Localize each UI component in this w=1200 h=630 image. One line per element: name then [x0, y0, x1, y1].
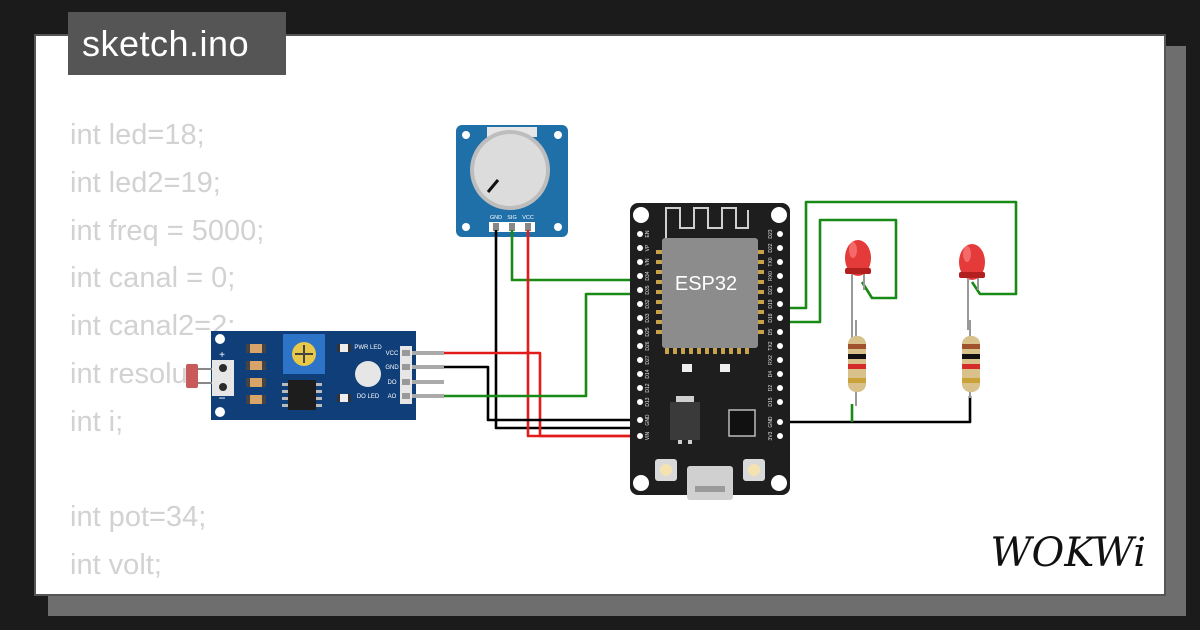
led-2[interactable] — [959, 244, 985, 330]
esp32-pin-label: GND — [768, 416, 774, 428]
esp32-pin-label: TX0 — [768, 257, 774, 266]
esp32-pin-label: D23 — [768, 229, 774, 238]
onboard-led — [355, 361, 381, 387]
esp32-pin-label: D34 — [645, 271, 651, 280]
ldr-pin-label: AO — [388, 394, 397, 400]
esp32-pin-label: GND — [645, 414, 651, 426]
esp32-pin-label: D18 — [768, 313, 774, 322]
esp32-pin-label: D15 — [768, 397, 774, 406]
pot-knob-indicator — [486, 179, 500, 193]
esp32-pin-label: D25 — [645, 327, 651, 336]
ldr-pin-label: DO — [388, 380, 397, 386]
code-line: int volt; — [70, 549, 162, 582]
ldr-pin-label: VCC — [386, 351, 399, 357]
antenna-trace — [665, 207, 749, 240]
esp32-pin-label: VIN — [645, 431, 651, 440]
resistor-2[interactable] — [962, 320, 980, 398]
esp32-pin-label: 3V3 — [768, 431, 774, 440]
code-line: int i; — [70, 405, 124, 438]
code-preview: int led=18; int led2=19; int freq = 5000… — [70, 112, 265, 594]
esp32-pin-label: D4 — [768, 371, 774, 378]
code-line: int pot=34; — [70, 501, 207, 534]
minus-label: − — [218, 391, 225, 405]
esp32-pin-label: VP — [645, 244, 651, 251]
code-line: int led2=19; — [70, 166, 221, 199]
esp32-pin-label: D12 — [645, 383, 651, 392]
code-line: int freq = 5000; — [70, 214, 265, 247]
code-line: int led=18; — [70, 119, 205, 151]
esp32-pin-label: D33 — [645, 313, 651, 322]
pot-pin-label: GND — [490, 215, 502, 221]
esp32-pin-label: VN — [645, 258, 651, 265]
plus-label: + — [219, 350, 225, 361]
esp32-pin-label: D5 — [768, 329, 774, 336]
code-line: int canal = 0; — [70, 262, 236, 295]
code-line: int resolu — [70, 357, 188, 390]
esp32-shield — [662, 238, 758, 348]
preview-card: int led=18; int led2=19; int freq = 5000… — [34, 34, 1166, 596]
photoresistor — [186, 364, 198, 388]
ldr-sensor-module[interactable]: + − PWR LED DO LED VCC GND DO AO — [186, 331, 444, 420]
esp32-pin-label: D35 — [645, 285, 651, 294]
resistor-1[interactable] — [848, 320, 866, 406]
ldr-pin-label: GND — [385, 365, 399, 371]
led-1[interactable] — [845, 240, 871, 340]
usb-uart-chip — [728, 409, 756, 437]
esp32-pin-label: D27 — [645, 355, 651, 364]
esp32-pin-label: D13 — [645, 397, 651, 406]
esp32-label: ESP32 — [675, 273, 737, 295]
esp32-pin-label: D26 — [645, 341, 651, 350]
esp32-pin-label: D19 — [768, 299, 774, 308]
pwr-led-label: PWR LED — [354, 345, 382, 351]
esp32-pin-label: EN — [645, 230, 651, 237]
esp32-pin-label: D22 — [768, 243, 774, 252]
comparator-chip — [288, 380, 316, 410]
esp32-pin-label: D21 — [768, 285, 774, 294]
voltage-regulator — [670, 402, 700, 440]
pot-pin-label: SIG — [507, 215, 516, 221]
wokwi-logo: WOKWi — [990, 530, 1146, 576]
potentiometer[interactable]: GND SIG VCC — [456, 125, 568, 237]
esp32-pin-label: RX2 — [768, 355, 774, 365]
esp32-pin-label: D14 — [645, 369, 651, 378]
wires — [412, 200, 1018, 438]
usb-port — [687, 466, 733, 500]
esp32-pin-label: D2 — [768, 385, 774, 392]
esp32-pin-label: TX2 — [768, 341, 774, 350]
esp32-pin-label: RX0 — [768, 271, 774, 281]
esp32-pin-label: D32 — [645, 299, 651, 308]
pot-pin-label: VCC — [522, 215, 534, 221]
do-led-label: DO LED — [357, 394, 380, 400]
file-title-tab: sketch.ino — [68, 12, 286, 75]
